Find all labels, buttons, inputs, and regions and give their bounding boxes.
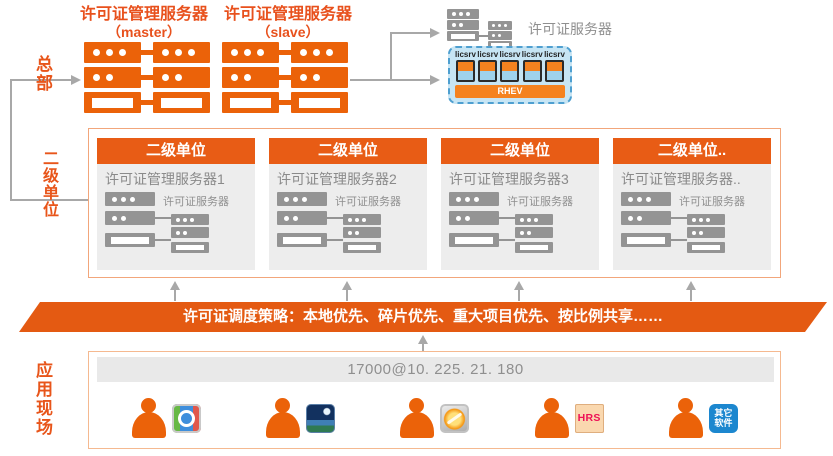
card-title: 许可证管理服务器.. bbox=[621, 171, 741, 187]
other-software-label: 其它软件 bbox=[714, 408, 733, 428]
client-item bbox=[265, 398, 336, 438]
arrow-up-icon bbox=[418, 335, 428, 344]
card-title: 许可证管理服务器3 bbox=[449, 171, 569, 187]
slave-title: 许可证管理服务器 bbox=[223, 6, 352, 23]
connector-line bbox=[392, 32, 430, 34]
card-header: 二级单位 bbox=[269, 138, 427, 164]
client-item bbox=[399, 398, 470, 438]
license-server-icon: 许可证服务器 bbox=[277, 192, 427, 256]
license-server-icon: 许可证服务器 bbox=[621, 192, 771, 256]
slave-heading: 许可证管理服务器 （slave） bbox=[212, 6, 364, 40]
license-server-icon: 许可证服务器 bbox=[105, 192, 255, 256]
master-heading: 许可证管理服务器 （master） bbox=[60, 6, 228, 40]
rhev-cluster: licsrv licsrv licsrv licsrv licsrv RHEV bbox=[448, 46, 572, 104]
client-item: 其它软件 bbox=[668, 398, 738, 438]
master-subtitle: （master） bbox=[107, 24, 181, 40]
headquarters-label: 总部 bbox=[33, 55, 52, 93]
arrow-right-icon bbox=[71, 75, 81, 85]
slave-subtitle: （slave） bbox=[256, 24, 320, 40]
licsrv-node: licsrv bbox=[477, 50, 498, 82]
license-server-label: 许可证服务器 bbox=[528, 21, 612, 37]
photo-app-icon bbox=[306, 403, 336, 433]
card-header: 二级单位 bbox=[441, 138, 599, 164]
license-address-bar: 17000@10. 225. 21. 180 bbox=[97, 357, 774, 382]
arrow-up-icon bbox=[514, 281, 524, 290]
user-icon bbox=[131, 398, 167, 438]
user-icon bbox=[265, 398, 301, 438]
secondary-unit-label: 二级单位 bbox=[40, 150, 57, 218]
connector-line bbox=[10, 199, 88, 201]
licsrv-node: licsrv bbox=[500, 50, 520, 82]
connector-line bbox=[10, 79, 72, 81]
arrow-up-icon bbox=[342, 281, 352, 290]
card-header: 二级单位 bbox=[97, 138, 255, 164]
licsrv-node: licsrv bbox=[455, 50, 476, 82]
license-server-icon: 许可证服务器 bbox=[449, 192, 599, 256]
rhev-platform-bar: RHEV bbox=[455, 85, 565, 98]
connector-line bbox=[518, 287, 520, 301]
secondary-unit-card: 二级单位 许可证管理服务器3 许可证服务器 bbox=[441, 138, 599, 270]
application-site-box: 17000@10. 225. 21. 180 HRS bbox=[88, 351, 781, 449]
secondary-units-box: 二级单位 许可证管理服务器1 许可证服务器 二级单位 许可证管理服务器2 许可证… bbox=[88, 128, 781, 278]
card-title: 许可证管理服务器2 bbox=[277, 171, 397, 187]
connector-line bbox=[390, 32, 392, 81]
arrow-up-icon bbox=[170, 281, 180, 290]
slave-server-cluster-icon bbox=[222, 42, 348, 113]
client-item: HRS bbox=[534, 398, 604, 438]
policy-banner: 许可证调度策略：本地优先、碎片优先、重大项目优先、按比例共享…… bbox=[19, 302, 827, 332]
vm-icon bbox=[500, 60, 520, 82]
client-item bbox=[131, 398, 202, 438]
master-title: 许可证管理服务器 bbox=[79, 6, 208, 23]
hrs-app-icon: HRS bbox=[574, 403, 604, 433]
connector-line bbox=[422, 342, 424, 351]
arrow-right-icon bbox=[430, 28, 440, 38]
card-title: 许可证管理服务器1 bbox=[105, 171, 225, 187]
user-icon bbox=[534, 398, 570, 438]
secondary-unit-card: 二级单位.. 许可证管理服务器.. 许可证服务器 bbox=[613, 138, 771, 270]
user-icon bbox=[399, 398, 435, 438]
connector-line bbox=[690, 287, 692, 301]
secondary-unit-card: 二级单位 许可证管理服务器2 许可证服务器 bbox=[269, 138, 427, 270]
gold-app-icon bbox=[440, 403, 470, 433]
vm-icon bbox=[478, 60, 498, 82]
licsrv-node: licsrv bbox=[522, 50, 543, 82]
arrow-up-icon bbox=[686, 281, 696, 290]
user-icon bbox=[668, 398, 704, 438]
secondary-unit-card: 二级单位 许可证管理服务器1 许可证服务器 bbox=[97, 138, 255, 270]
vm-icon bbox=[455, 60, 475, 82]
hrs-app-label: HRS bbox=[577, 412, 601, 424]
connector-line bbox=[174, 287, 176, 301]
master-server-cluster-icon bbox=[84, 42, 210, 113]
application-site-label: 应用现场 bbox=[33, 361, 52, 437]
vm-icon bbox=[522, 60, 542, 82]
licsrv-node-row: licsrv licsrv licsrv licsrv licsrv bbox=[455, 50, 565, 82]
license-server-icon bbox=[447, 9, 522, 50]
card-header: 二级单位.. bbox=[613, 138, 771, 164]
arrow-right-icon bbox=[430, 75, 440, 85]
compass-app-icon bbox=[172, 403, 202, 433]
connector-line bbox=[10, 79, 12, 201]
vm-icon bbox=[545, 60, 565, 82]
connector-line bbox=[346, 287, 348, 301]
licsrv-node: licsrv bbox=[544, 50, 565, 82]
other-software-app-icon: 其它软件 bbox=[708, 403, 738, 433]
client-row: HRS 其它软件 bbox=[99, 392, 770, 444]
